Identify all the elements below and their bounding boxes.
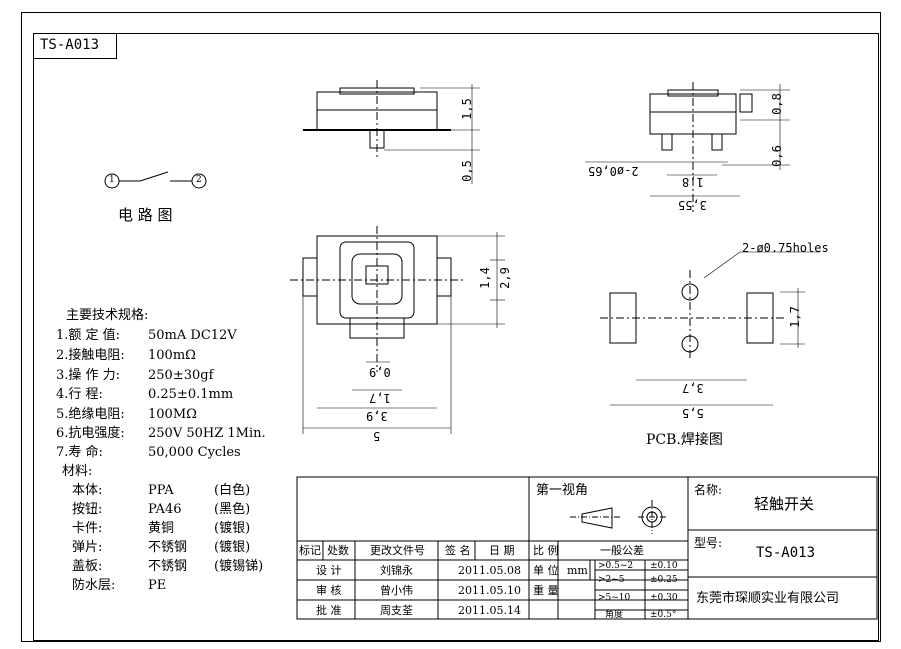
- dim-stem-width: 1,7: [369, 391, 391, 405]
- mat-1-part: 本体:: [72, 483, 103, 498]
- dim-top-inner-height: 1,4: [477, 267, 492, 289]
- header-date: 日 期: [489, 544, 515, 557]
- unit-label: 单 位: [533, 564, 559, 577]
- mat-6-material: PE: [148, 578, 167, 593]
- dim-top-height: 2,9: [497, 267, 512, 289]
- tol-1-range: >0.5~2: [598, 561, 634, 571]
- mat-1-material: PPA: [148, 483, 174, 498]
- scale-label: 比 例: [533, 544, 559, 557]
- spec-5-label: 5.绝缘电阻:: [56, 407, 125, 422]
- dim-actuator-width: 0,9: [369, 365, 391, 379]
- spec-7-label: 7.寿 命:: [56, 445, 103, 460]
- dim-pin-diameter: 2-ø0,65: [588, 164, 639, 178]
- first-angle-label: 第一视角: [536, 483, 589, 498]
- row-1-name: 刘锦永: [380, 564, 413, 577]
- mat-5-material: 不锈钢: [148, 559, 188, 574]
- circuit-symbol: [104, 171, 207, 189]
- row-2-role: 审 核: [316, 584, 342, 597]
- model-label: 型号:: [694, 536, 723, 550]
- row-3-role: 批 准: [316, 604, 342, 617]
- tol-1-value: ±0.10: [650, 561, 678, 571]
- mat-5-part: 盖板:: [72, 559, 103, 574]
- dim-end-right: 0,6: [769, 145, 784, 167]
- circuit-pin-2: 2: [196, 175, 202, 185]
- row-2-name: 曾小伟: [380, 584, 413, 597]
- row-3-name: 周支荃: [380, 604, 413, 617]
- mat-3-part: 卡件:: [72, 521, 103, 536]
- drawing-number: TS-A013: [40, 37, 100, 53]
- tol-2-value: ±0.25: [650, 575, 678, 585]
- row-2-date: 2011.05.10: [458, 584, 521, 597]
- header-doc: 更改文件号: [370, 544, 425, 557]
- name-value: 轻触开关: [754, 495, 815, 513]
- mat-4-material: 不锈钢: [148, 540, 188, 555]
- spec-3-label: 3.操 作 力:: [56, 368, 121, 383]
- header-count: 处数: [327, 544, 349, 557]
- tol-4-value: ±0.5°: [650, 610, 677, 620]
- mat-3-note: (镀银): [214, 521, 251, 536]
- spec-1-label: 1.额 定 值:: [56, 328, 121, 343]
- outer-frame: [21, 12, 881, 642]
- dim-body-width: 3,9: [366, 409, 388, 423]
- dim-end-width: 3,55: [678, 198, 707, 212]
- model-value: TS-A013: [756, 545, 816, 561]
- mat-2-note: (黑色): [214, 502, 251, 517]
- unit-value: mm: [567, 564, 588, 577]
- tol-2-range: >2~5: [598, 575, 625, 585]
- dim-hole-callout: 2-ø0.75holes: [742, 241, 829, 255]
- mat-2-material: PA46: [148, 502, 182, 517]
- row-1-date: 2011.05.08: [458, 564, 521, 577]
- mat-1-note: (白色): [214, 483, 251, 498]
- mat-2-part: 按钮:: [72, 502, 103, 517]
- dim-side-lead: 0,5: [459, 160, 474, 182]
- company-name: 东莞市琛顺实业有限公司: [696, 591, 840, 606]
- mat-4-part: 弹片:: [72, 540, 103, 555]
- spec-2-label: 2.接触电阻:: [56, 348, 125, 363]
- mat-3-material: 黄铜: [148, 521, 175, 536]
- spec-5-value: 100MΩ: [148, 407, 197, 422]
- dim-total-width: 5: [373, 429, 381, 443]
- drawing-number-box: [33, 33, 117, 59]
- row-1-role: 设 计: [316, 564, 342, 577]
- weight-label: 重 量: [533, 584, 559, 597]
- spec-2-value: 100mΩ: [148, 348, 196, 363]
- materials-title: 材料:: [62, 464, 93, 479]
- specs-title: 主要技术规格:: [66, 308, 149, 323]
- spec-1-value: 50mA DC12V: [148, 328, 237, 343]
- title-block-grid: [296, 476, 878, 620]
- mat-5-note: (镀锡锑): [214, 559, 264, 574]
- spec-4-value: 0.25±0.1mm: [148, 387, 234, 402]
- spec-4-label: 4.行 程:: [56, 387, 103, 402]
- end-view: [585, 82, 790, 212]
- dim-side-height: 1,5: [459, 98, 474, 120]
- mat-4-note: (镀银): [214, 540, 251, 555]
- tolerance-title: 一般公差: [600, 544, 644, 557]
- name-label: 名称:: [694, 483, 723, 497]
- header-mark: 标记: [299, 544, 321, 557]
- row-3-date: 2011.05.14: [458, 604, 521, 617]
- pcb-layout: [600, 251, 820, 406]
- dim-pcb-outer: 5,5: [682, 406, 704, 420]
- dim-pin-pitch: 1,8: [682, 175, 704, 189]
- spec-6-label: 6.抗电强度:: [56, 426, 125, 441]
- dim-pcb-vertical: 1,7: [787, 306, 802, 328]
- header-sign: 签 名: [445, 544, 471, 557]
- circuit-title: 电 路 图: [118, 206, 173, 224]
- dim-pcb-inner: 3,7: [682, 381, 704, 395]
- spec-6-value: 250V 50HZ 1Min.: [148, 426, 266, 441]
- pcb-title: PCB.焊接图: [646, 432, 723, 448]
- tol-3-range: >5~10: [598, 593, 631, 603]
- inner-frame: [33, 33, 879, 641]
- mat-6-part: 防水层:: [72, 578, 116, 593]
- top-view: [290, 226, 505, 434]
- spec-7-value: 50,000 Cycles: [148, 445, 241, 460]
- side-view: [303, 80, 480, 184]
- tol-4-range: 角度: [605, 610, 624, 620]
- tol-3-value: ±0.30: [650, 593, 678, 603]
- dim-end-top: 0,8: [769, 93, 784, 115]
- spec-3-value: 250±30gf: [148, 368, 214, 383]
- circuit-pin-1: 1: [109, 175, 115, 185]
